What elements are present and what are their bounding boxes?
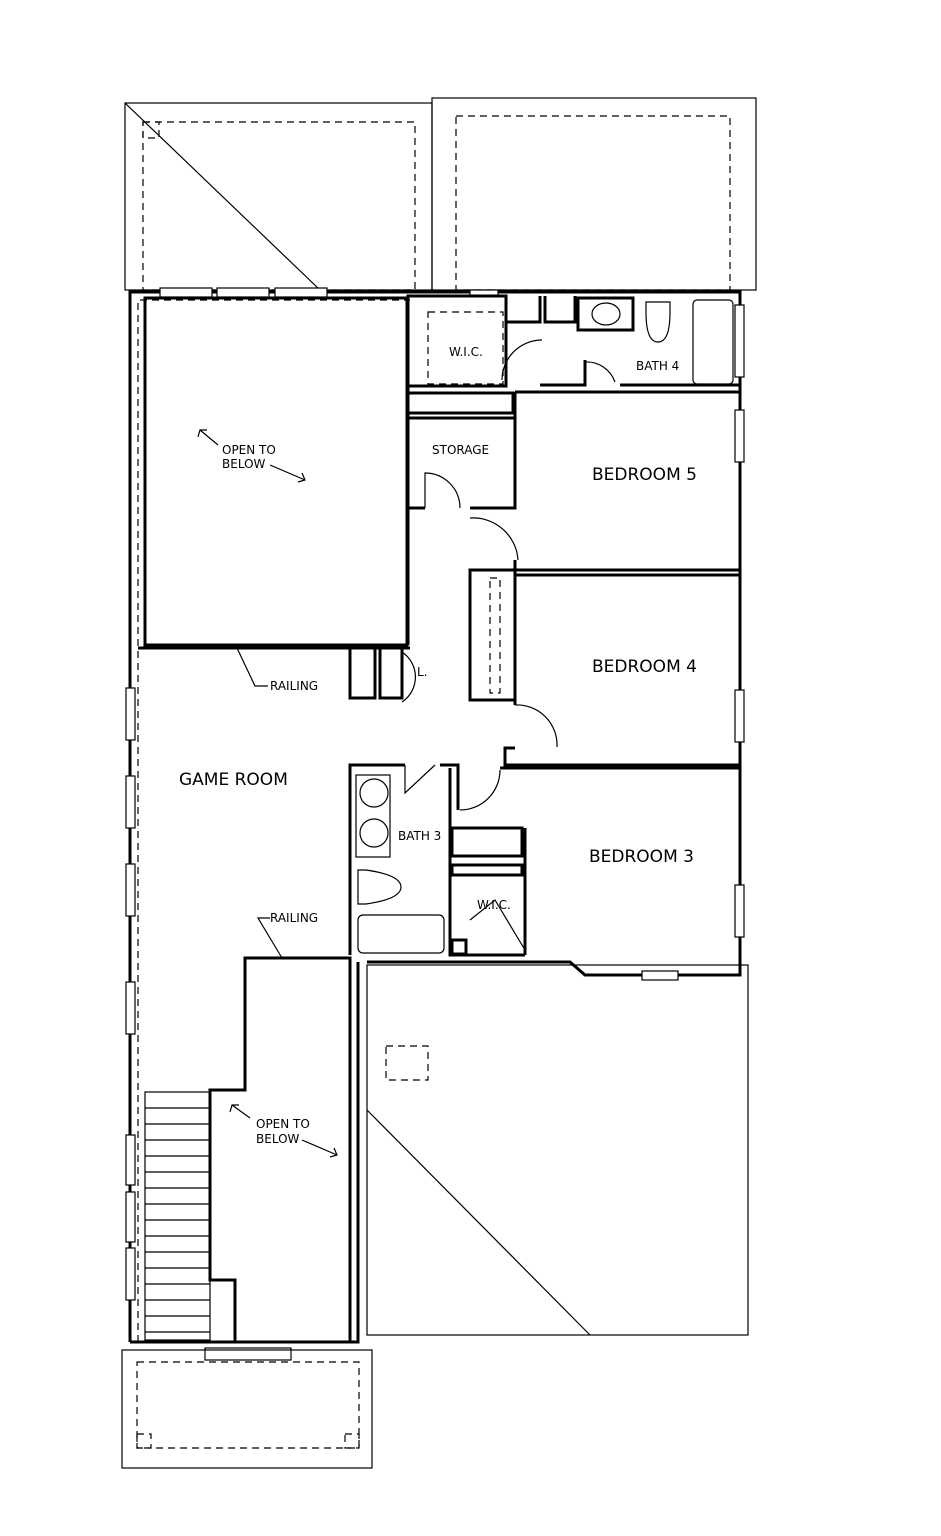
open-to-below-area-top [143,296,409,647]
label-wic-top: W.I.C. [449,345,483,359]
label-wic-bottom: W.I.C. [477,898,511,912]
exterior-walls [128,290,742,1344]
windows [125,287,745,1361]
label-open-to-below-bottom-2: BELOW [256,1132,300,1146]
staircase [144,1091,211,1341]
stair-outline [144,1091,211,1341]
label-bath-3: BATH 3 [398,829,441,843]
label-storage: STORAGE [432,443,489,457]
porch-roof [121,1349,373,1469]
open-to-below-area-bottom [208,956,352,1344]
label-railing-1: RAILING [270,679,318,693]
label-open-to-below-bottom-1: OPEN TO [256,1117,310,1131]
label-railing-2: RAILING [270,911,318,925]
direction-arrows [197,429,338,1158]
label-linen: L. [417,665,428,679]
label-game-room: GAME ROOM [179,770,288,790]
roof-bottom-right [366,964,749,1336]
roof-top-right [431,97,757,291]
label-bedroom-5: BEDROOM 5 [592,465,697,485]
label-bath-4: BATH 4 [636,359,679,373]
label-open-to-below-top-1: OPEN TO [222,443,276,457]
label-bedroom-4: BEDROOM 4 [592,657,697,677]
label-open-to-below-top-2: BELOW [222,457,266,471]
interior-walls [348,294,740,957]
roof-top-left [124,102,433,291]
label-bedroom-3: BEDROOM 3 [589,847,694,867]
